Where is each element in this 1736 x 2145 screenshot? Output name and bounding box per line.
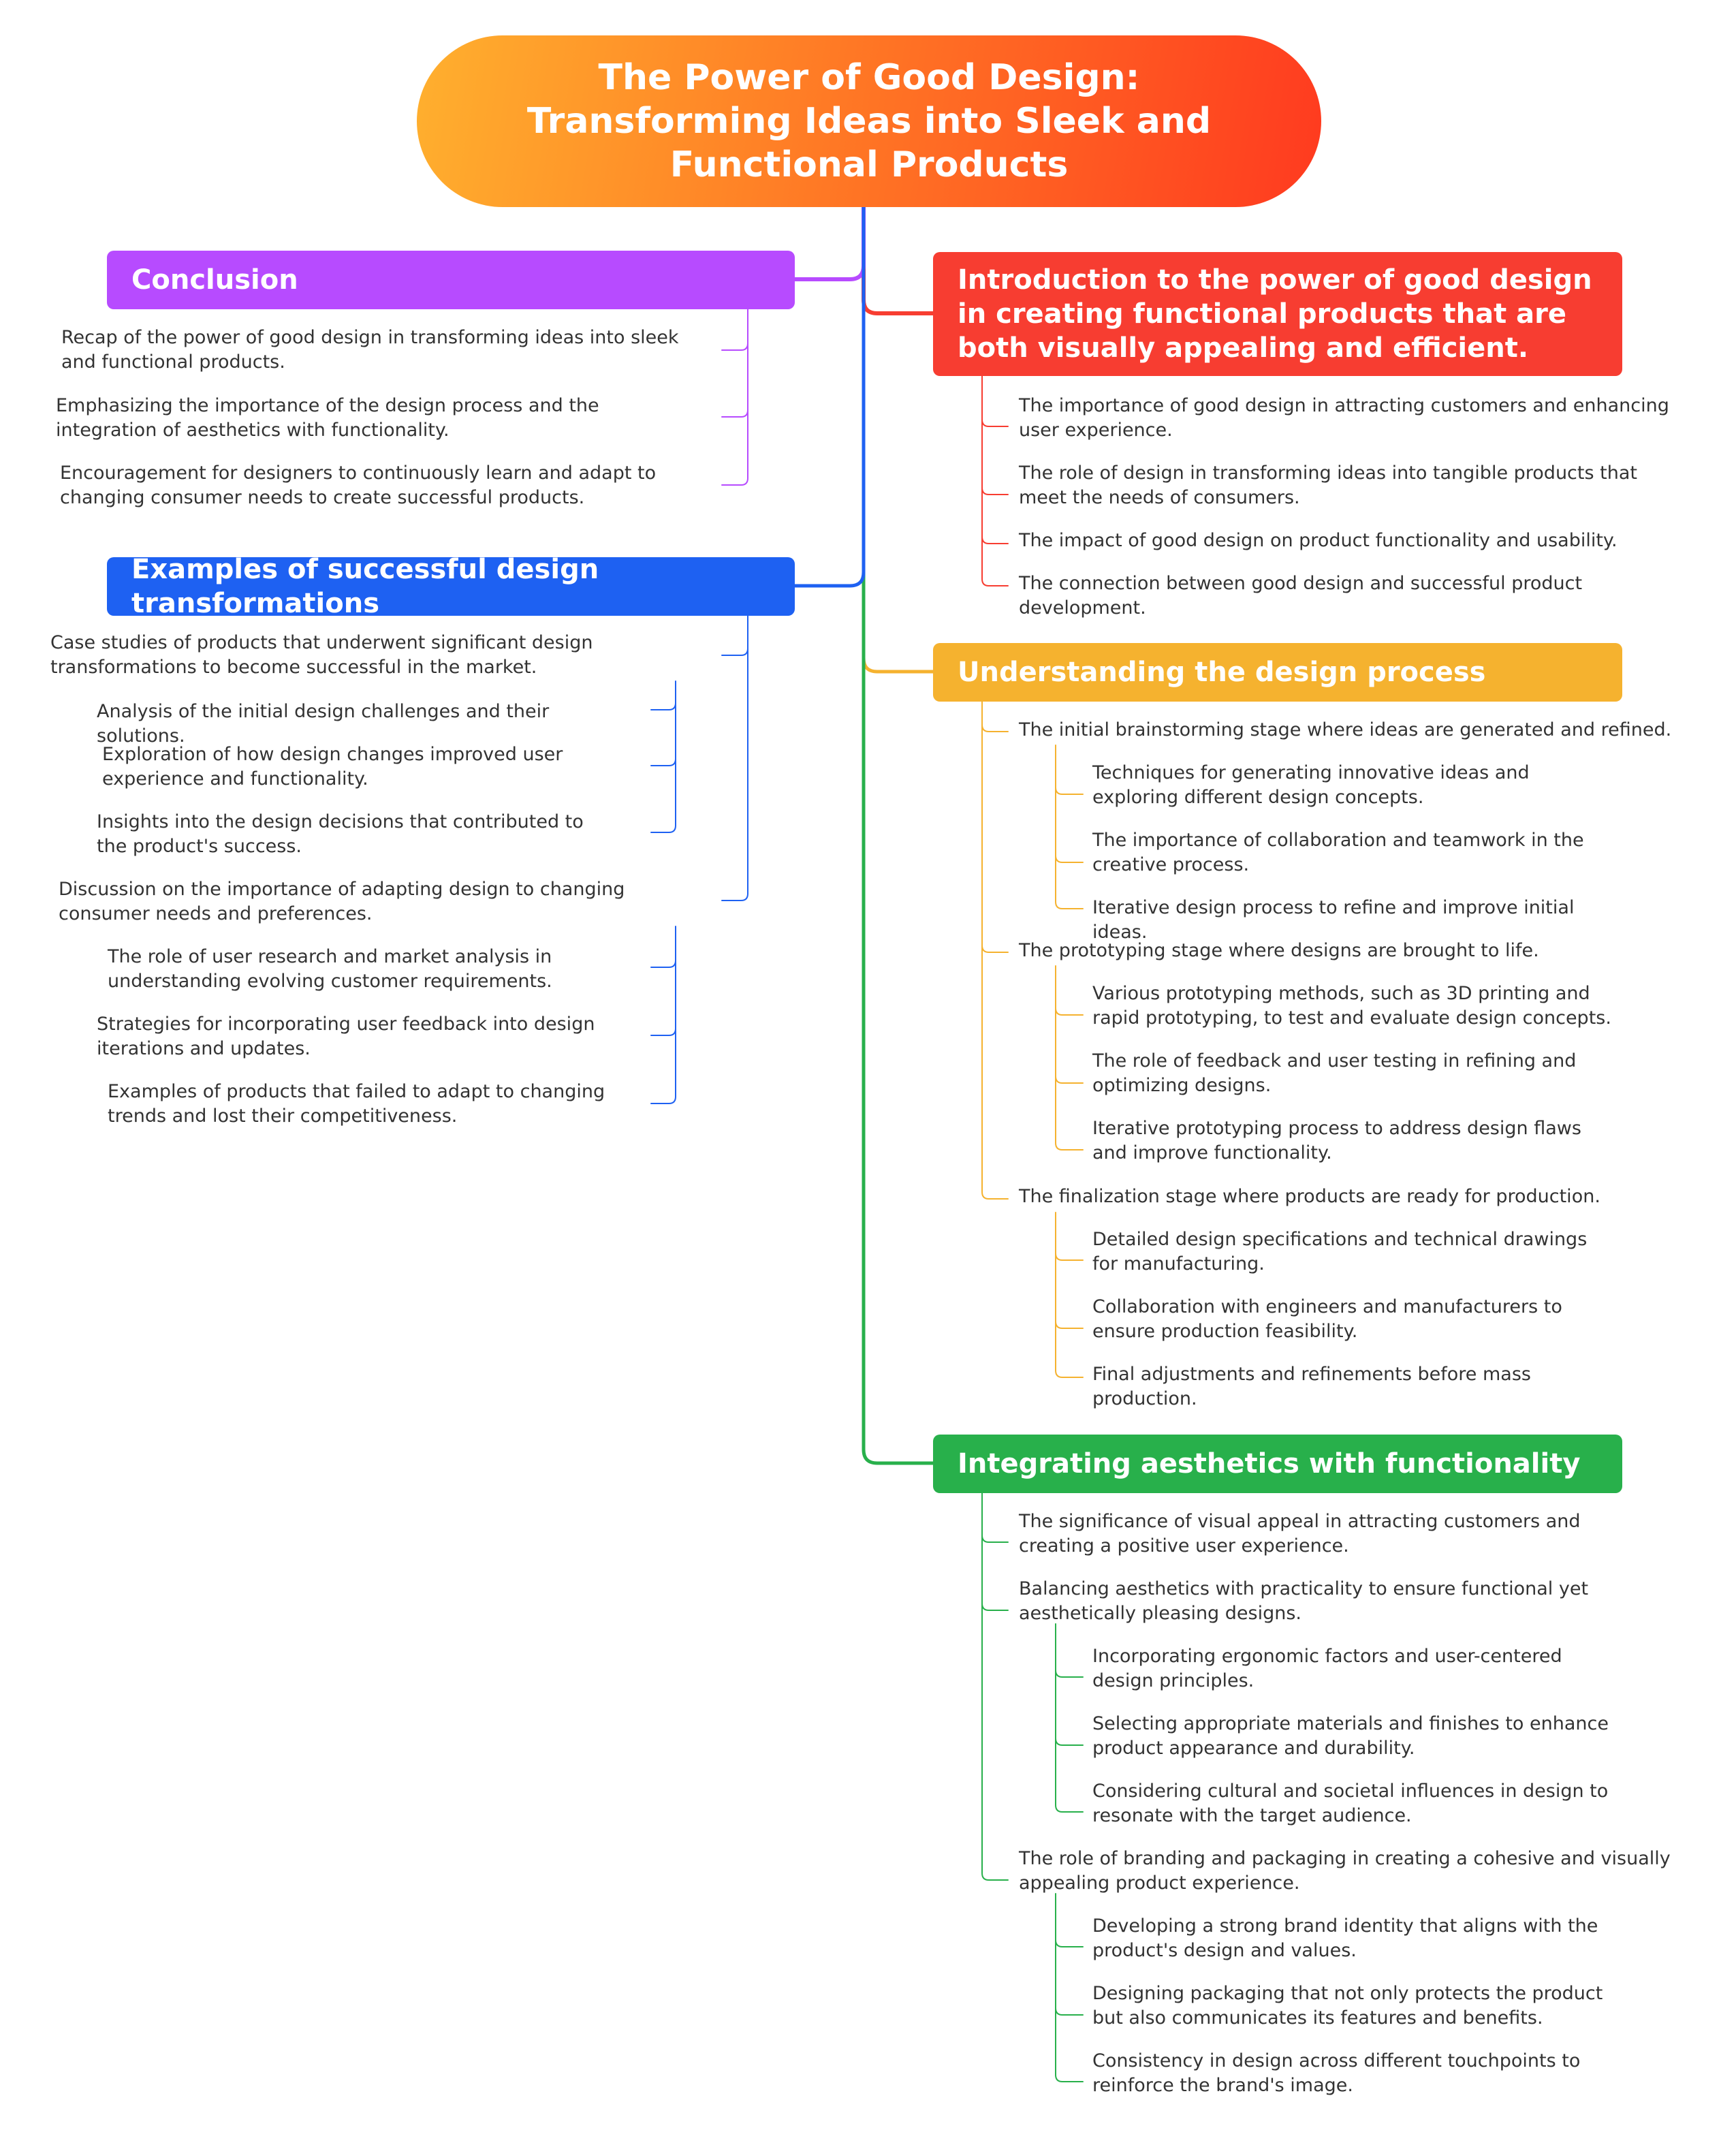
process-substage: Final adjustments and refinements before… bbox=[1092, 1364, 1531, 1409]
process-connector-tick bbox=[981, 724, 1009, 732]
branch-examples bbox=[793, 205, 866, 588]
topic-design-process[interactable]: Understanding the design process bbox=[933, 643, 1622, 702]
process-stage: The initial brainstorming stage where id… bbox=[1019, 719, 1672, 740]
examples-subitem: Insights into the design decisions that … bbox=[97, 811, 584, 857]
examples-subitem: Examples of products that failed to adap… bbox=[108, 1081, 605, 1127]
aesthetics-sub-connector-tick bbox=[1055, 2007, 1084, 2016]
aesthetics-sub-connector bbox=[1055, 1893, 1084, 2082]
conclusion-item: Recap of the power of good design in tra… bbox=[61, 327, 679, 373]
central-topic[interactable]: The Power of Good Design: Transforming I… bbox=[417, 35, 1321, 207]
process-sub-connector-tick bbox=[1055, 1007, 1084, 1016]
intro-connector bbox=[981, 375, 1009, 586]
process-sub-connector-tick bbox=[1055, 1321, 1084, 1329]
examples-connector bbox=[721, 615, 748, 901]
process-substage: Iterative prototyping process to address… bbox=[1092, 1118, 1581, 1163]
aesthetics-sub-connector-tick bbox=[1055, 1738, 1084, 1746]
aesthetics-connector-tick bbox=[981, 1603, 1009, 1611]
aesthetics-subpoint: Considering cultural and societal influe… bbox=[1092, 1781, 1609, 1826]
process-substage: Collaboration with engineers and manufac… bbox=[1092, 1296, 1562, 1342]
aesthetics-connector bbox=[981, 1492, 1009, 1881]
topic-introduction-label: Introduction to the power of good design… bbox=[958, 264, 1592, 364]
branch-aesthetics bbox=[862, 205, 935, 1465]
examples-subitem: The role of user research and market ana… bbox=[108, 946, 552, 992]
branch-intro bbox=[862, 205, 935, 315]
process-sub-connector-tick bbox=[1055, 855, 1084, 863]
topic-design-process-label: Understanding the design process bbox=[958, 657, 1486, 688]
intro-item: The impact of good design on product fun… bbox=[1019, 530, 1617, 551]
intro-item: The importance of good design in attract… bbox=[1019, 395, 1669, 441]
aesthetics-subpoint: Consistency in design across different t… bbox=[1092, 2050, 1581, 2096]
examples-sub-connector-tick bbox=[650, 1028, 676, 1036]
examples-sub-connector bbox=[650, 926, 676, 1104]
examples-subitem: Strategies for incorporating user feedba… bbox=[97, 1014, 595, 1059]
aesthetics-subpoint: Developing a strong brand identity that … bbox=[1092, 1915, 1598, 1961]
process-connector-tick bbox=[981, 945, 1009, 953]
process-substage: Iterative design process to refine and i… bbox=[1092, 897, 1575, 943]
aesthetics-point: Balancing aesthetics with practicality t… bbox=[1019, 1578, 1589, 1624]
examples-group: Discussion on the importance of adapting… bbox=[59, 879, 625, 924]
topic-conclusion-label: Conclusion bbox=[131, 264, 298, 296]
process-sub-connector bbox=[1055, 965, 1084, 1150]
intro-connector-tick bbox=[981, 487, 1009, 495]
topic-aesthetics[interactable]: Integrating aesthetics with functionalit… bbox=[933, 1435, 1622, 1493]
examples-subitem: Exploration of how design changes improv… bbox=[102, 744, 563, 789]
intro-connector-tick bbox=[981, 419, 1009, 427]
central-topic-label: The Power of Good Design: Transforming I… bbox=[526, 57, 1212, 185]
examples-sub-connector-tick bbox=[650, 960, 676, 968]
aesthetics-sub-connector-tick bbox=[1055, 1939, 1084, 1947]
topic-conclusion[interactable]: Conclusion bbox=[107, 251, 795, 309]
examples-connector-tick bbox=[721, 648, 748, 656]
process-connector bbox=[981, 701, 1009, 1200]
process-sub-connector bbox=[1055, 745, 1084, 909]
examples-group: Case studies of products that underwent … bbox=[50, 632, 593, 678]
aesthetics-connector-tick bbox=[981, 1535, 1009, 1543]
process-stage: The finalization stage where products ar… bbox=[1019, 1186, 1600, 1207]
process-substage: The importance of collaboration and team… bbox=[1092, 830, 1584, 875]
examples-sub-connector-tick bbox=[650, 702, 676, 710]
process-sub-connector-tick bbox=[1055, 787, 1084, 795]
aesthetics-point: The significance of visual appeal in att… bbox=[1019, 1511, 1581, 1556]
aesthetics-subpoint: Selecting appropriate materials and fini… bbox=[1092, 1713, 1609, 1759]
aesthetics-subpoint: Incorporating ergonomic factors and user… bbox=[1092, 1646, 1562, 1691]
examples-subitem: Analysis of the initial design challenge… bbox=[97, 701, 550, 747]
branch-conclusion bbox=[793, 205, 866, 281]
conclusion-connector-tick bbox=[721, 409, 748, 418]
conclusion-connector-tick bbox=[721, 343, 748, 351]
intro-item: The role of design in transforming ideas… bbox=[1019, 463, 1637, 508]
process-sub-connector bbox=[1055, 1212, 1084, 1378]
conclusion-item: Encouragement for designers to continuou… bbox=[60, 463, 657, 508]
aesthetics-point: The role of branding and packaging in cr… bbox=[1019, 1848, 1671, 1894]
process-sub-connector-tick bbox=[1055, 1253, 1084, 1261]
intro-item: The connection between good design and s… bbox=[1019, 573, 1583, 619]
process-substage: Detailed design specifications and techn… bbox=[1092, 1229, 1588, 1274]
process-substage: Techniques for generating innovative ide… bbox=[1092, 762, 1530, 808]
aesthetics-subpoint: Designing packaging that not only protec… bbox=[1092, 1983, 1603, 2029]
topic-introduction[interactable]: Introduction to the power of good design… bbox=[933, 252, 1622, 376]
topic-examples[interactable]: Examples of successful design transforma… bbox=[107, 554, 795, 619]
process-stage: The prototyping stage where designs are … bbox=[1019, 940, 1539, 961]
examples-sub-connector-tick bbox=[650, 758, 676, 766]
examples-sub-connector bbox=[650, 680, 676, 833]
aesthetics-sub-connector-tick bbox=[1055, 1670, 1084, 1678]
process-substage: Various prototyping methods, such as 3D … bbox=[1092, 983, 1611, 1029]
topic-aesthetics-label: Integrating aesthetics with functionalit… bbox=[958, 1448, 1581, 1479]
process-sub-connector-tick bbox=[1055, 1076, 1084, 1084]
conclusion-item: Emphasizing the importance of the design… bbox=[56, 395, 599, 441]
intro-connector-tick bbox=[981, 536, 1009, 544]
conclusion-connector bbox=[721, 309, 748, 486]
topic-examples-label: Examples of successful design transforma… bbox=[131, 554, 599, 619]
aesthetics-sub-connector bbox=[1055, 1623, 1084, 1813]
process-substage: The role of feedback and user testing in… bbox=[1092, 1050, 1577, 1096]
branch-process bbox=[862, 205, 935, 674]
